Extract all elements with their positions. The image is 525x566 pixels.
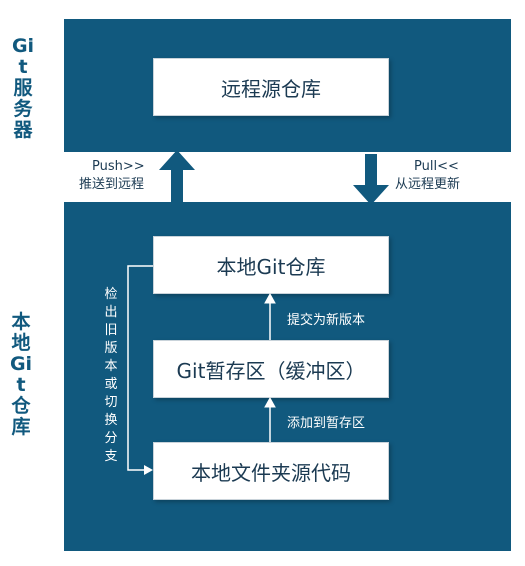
checkout-label: 检出旧版本或切换分支: [104, 287, 118, 464]
push-arrow-icon: [159, 150, 195, 202]
pull-command-label: Pull<<: [414, 159, 459, 174]
pull-arrow-icon: [353, 154, 389, 205]
commit-label: 提交为新版本: [287, 313, 366, 328]
add-arrowhead-icon: [264, 396, 276, 408]
staging-area-box: Git暂存区（缓冲区）: [153, 340, 389, 398]
remote-repo-box: 远程源仓库: [153, 58, 389, 116]
local-git-repo-box: 本地Git仓库: [153, 236, 389, 294]
pull-description-label: 从远程更新: [395, 177, 461, 192]
commit-arrowhead-icon: [264, 292, 276, 304]
working-directory-box: 本地文件夹源代码: [153, 442, 389, 500]
checkout-arrowhead-icon: [144, 465, 153, 475]
push-command-label: Push>>: [92, 159, 145, 174]
add-to-staging-label: 添加到暂存区: [287, 416, 366, 431]
local-repo-side-label: 本地Git仓库: [9, 311, 33, 438]
push-description-label: 推送到远程: [79, 177, 145, 192]
git-server-side-label: Git服务器: [11, 35, 35, 141]
checkout-connector-line: [127, 265, 153, 471]
